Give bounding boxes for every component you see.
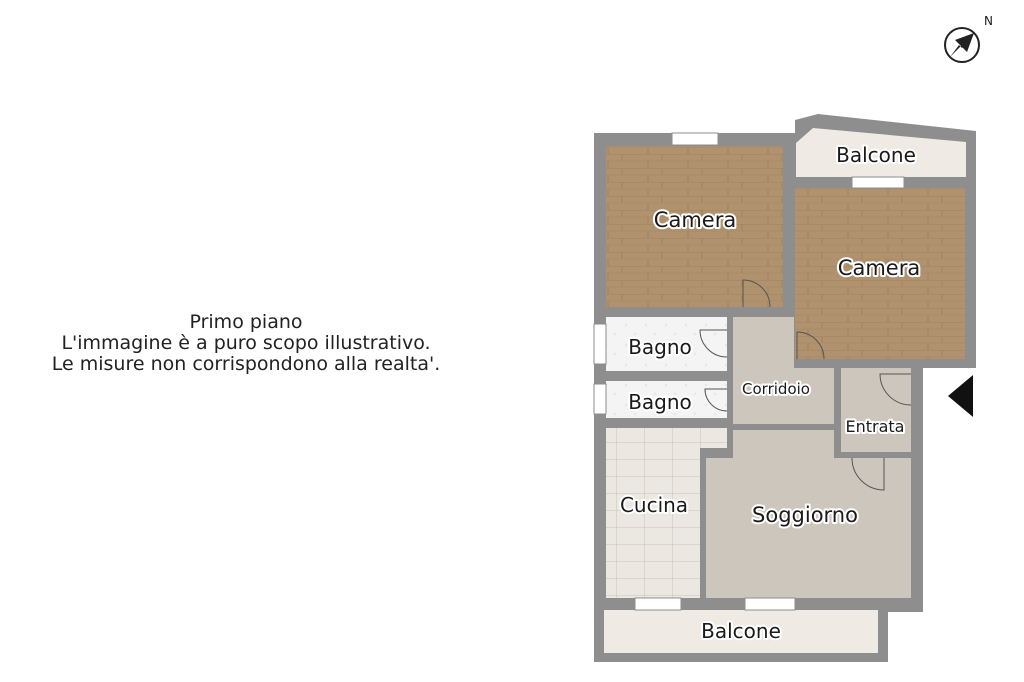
room-bagno-1: Bagno	[606, 317, 727, 371]
room-soggiorno: Soggiorno	[706, 430, 911, 598]
window-soggiorno	[744, 597, 796, 611]
room-balcone-bottom: Balcone	[604, 610, 878, 653]
windows	[593, 132, 905, 611]
disclaimer-line-2: Le misure non corrispondono alla realta'…	[51, 353, 441, 375]
camera-right-floor	[795, 188, 965, 359]
room-label-soggiorno: Soggiorno	[752, 503, 858, 527]
window-bagno-2	[593, 383, 607, 415]
room-camera-left: Camera	[606, 146, 783, 307]
door-entrata-main	[879, 373, 912, 406]
door-camera-right	[796, 331, 825, 360]
room-camera-right: Camera	[795, 188, 965, 359]
door-bagno-1	[699, 329, 728, 358]
cucina-floor	[606, 428, 727, 598]
disclaimer-caption: Primo piano L'immagine è a puro scopo il…	[0, 312, 492, 375]
room-bagno-2: Bagno	[606, 381, 727, 418]
room-corridoio: Corridoio	[733, 317, 834, 424]
balcone-top-floor	[796, 128, 966, 177]
doors	[699, 279, 912, 491]
window-bagno-1	[593, 323, 607, 365]
disclaimer-line-1: L'immagine è a puro scopo illustrativo.	[61, 332, 431, 354]
window-cucina	[634, 597, 682, 611]
bagno-2-floor	[606, 381, 727, 418]
compass-north-label: N	[984, 14, 993, 28]
balcone-bottom-floor	[604, 610, 878, 653]
door-bagno-2	[704, 388, 728, 412]
room-label-entrata: Entrata	[846, 417, 905, 436]
room-balcone-top: Balcone	[796, 128, 966, 177]
room-label-bagno-2: Bagno	[628, 390, 692, 414]
room-label-cucina: Cucina	[620, 493, 688, 517]
room-entrata: Entrata	[841, 368, 911, 452]
window-camera-right	[851, 176, 905, 189]
entrata-floor	[841, 368, 911, 452]
soggiorno-floor	[706, 430, 911, 598]
door-soggiorno	[851, 457, 885, 491]
room-label-bagno-1: Bagno	[628, 335, 692, 359]
floor-title: Primo piano	[189, 311, 303, 333]
room-label-balcone-bottom: Balcone	[701, 619, 781, 643]
window-camera-left	[671, 132, 719, 146]
entrance-arrow-icon	[948, 375, 973, 417]
door-camera-left	[742, 279, 771, 308]
bagno-1-floor	[606, 317, 727, 371]
room-cucina: Cucina	[606, 428, 727, 598]
room-label-camera-left: Camera	[654, 208, 736, 232]
compass-arrow-head	[955, 33, 974, 52]
room-label-balcone-top: Balcone	[836, 143, 916, 167]
room-label-corridoio: Corridoio	[742, 380, 810, 398]
camera-left-floor	[606, 146, 783, 307]
corridoio-floor	[733, 317, 834, 424]
compass: N	[944, 14, 993, 63]
room-label-camera-right: Camera	[838, 256, 920, 280]
